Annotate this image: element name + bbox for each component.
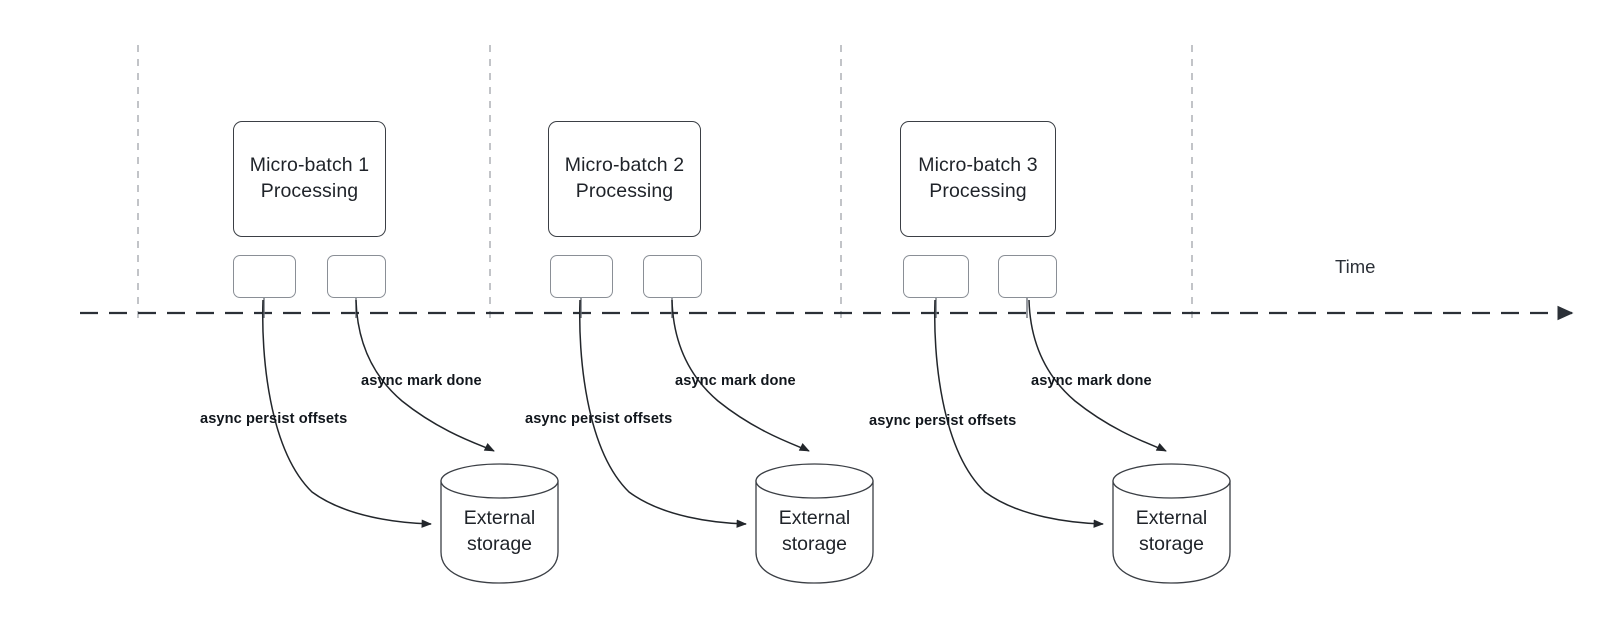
timeline-tick-lines bbox=[137, 45, 1193, 322]
micro-batch-3-line1: Micro-batch 3 bbox=[918, 154, 1038, 177]
label-async-persist-offsets-1: async persist offsets bbox=[200, 411, 348, 427]
external-storage-3-shape[interactable] bbox=[1112, 463, 1231, 584]
edge-persist-offsets-3 bbox=[933, 299, 1104, 528]
edge-mark-done-3 bbox=[1028, 299, 1167, 452]
micro-batch-2-task-a[interactable] bbox=[550, 255, 613, 298]
label-async-mark-done-1: async mark done bbox=[361, 373, 482, 389]
edge-persist-offsets-1 bbox=[261, 299, 432, 528]
micro-batch-2-line1: Micro-batch 2 bbox=[564, 154, 685, 177]
micro-batch-3-line2: Processing bbox=[929, 180, 1027, 202]
micro-batch-1-line1: Micro-batch 1 bbox=[249, 154, 370, 177]
label-async-persist-offsets-2: async persist offsets bbox=[525, 411, 673, 427]
micro-batch-1-processing-label: Micro-batch 1 Processing bbox=[250, 153, 369, 204]
external-storage-2-shape[interactable] bbox=[755, 463, 874, 584]
micro-batch-2-line2: Processing bbox=[575, 180, 674, 202]
label-async-mark-done-2: async mark done bbox=[675, 373, 796, 389]
micro-batch-1-task-a[interactable] bbox=[233, 255, 296, 298]
micro-batch-3-processing-label: Micro-batch 3 Processing bbox=[918, 153, 1037, 204]
micro-batch-2-processing-box[interactable]: Micro-batch 2 Processing bbox=[548, 121, 701, 237]
micro-batch-3-processing-box[interactable]: Micro-batch 3 Processing bbox=[900, 121, 1056, 237]
label-async-persist-offsets-3: async persist offsets bbox=[869, 413, 1017, 429]
time-axis-label: Time bbox=[1335, 256, 1376, 277]
micro-batch-2-task-b[interactable] bbox=[643, 255, 702, 298]
micro-batch-2-processing-label: Micro-batch 2 Processing bbox=[565, 153, 684, 204]
external-storage-1-shape[interactable] bbox=[440, 463, 559, 584]
async-edges bbox=[261, 299, 1167, 528]
micro-batch-1-task-b[interactable] bbox=[327, 255, 386, 298]
micro-batch-3-task-a[interactable] bbox=[903, 255, 969, 298]
edge-persist-offsets-2 bbox=[578, 299, 747, 528]
mini-box-connectors bbox=[263, 297, 1028, 318]
storage-cylinders bbox=[440, 463, 1231, 584]
micro-batch-1-processing-box[interactable]: Micro-batch 1 Processing bbox=[233, 121, 386, 237]
label-async-mark-done-3: async mark done bbox=[1031, 373, 1152, 389]
edge-mark-done-2 bbox=[671, 299, 810, 452]
edge-mark-done-1 bbox=[355, 299, 495, 452]
micro-batch-3-task-b[interactable] bbox=[998, 255, 1057, 298]
micro-batch-1-line2: Processing bbox=[260, 180, 359, 202]
